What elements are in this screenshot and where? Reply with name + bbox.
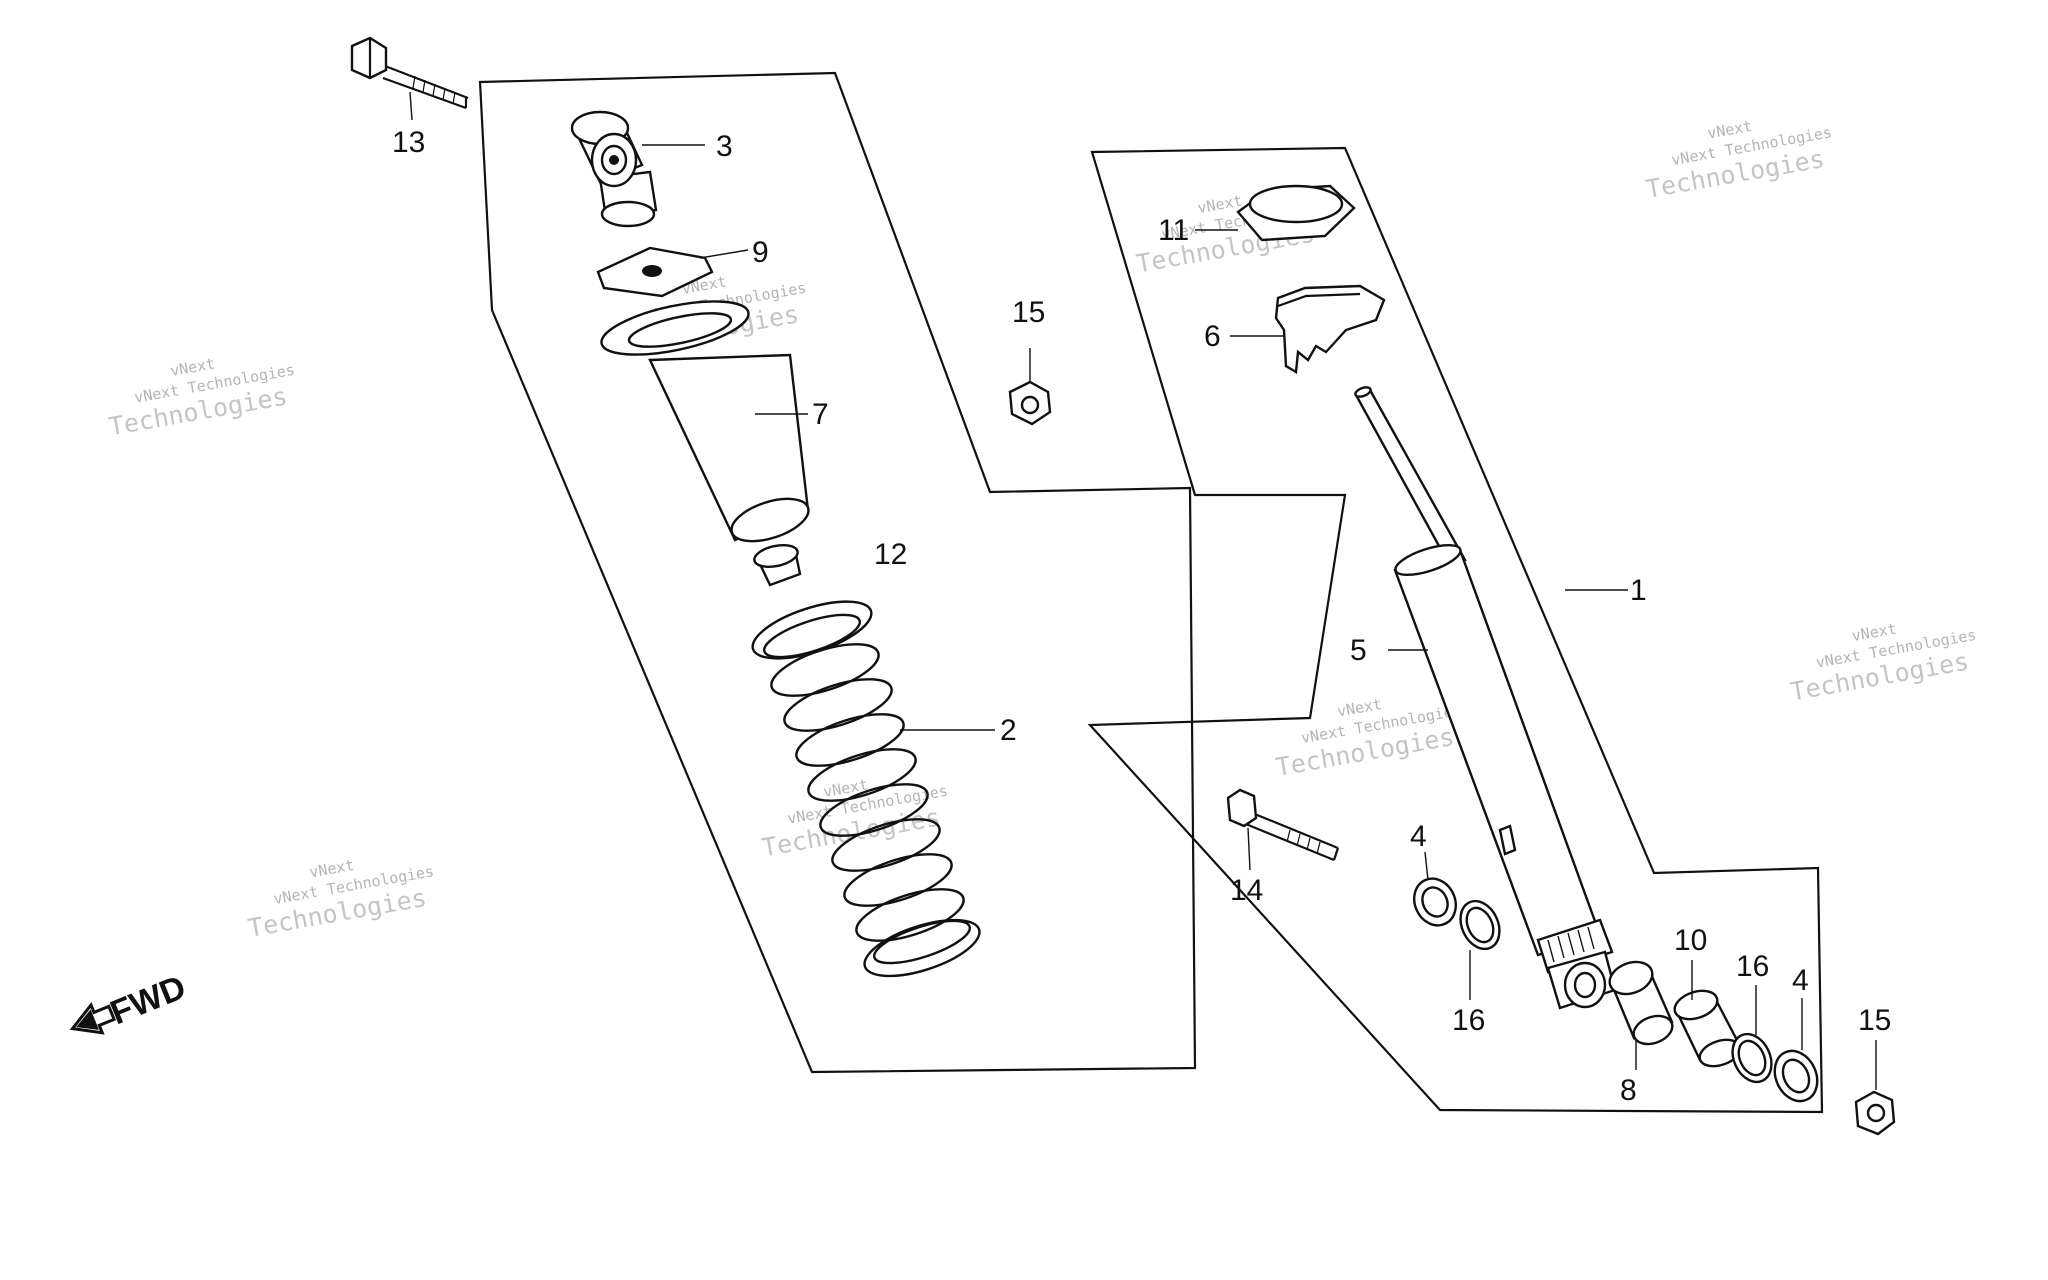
part-4-dust-seal-left [1413, 851, 1457, 927]
callout-16-right: 16 [1736, 950, 1769, 983]
callout-15-lower: 15 [1858, 1004, 1891, 1037]
part-15-upper-nut [1008, 348, 1052, 426]
fwd-label: FWD [105, 968, 191, 1032]
watermark: vNext vNext Technologies Technologies [1788, 619, 1977, 706]
part-5-shock-body [1354, 386, 1628, 1010]
part-13-upper-bolt [350, 36, 469, 121]
callout-3: 3 [716, 130, 733, 163]
callout-11: 11 [1158, 214, 1189, 247]
watermark: vNext vNext Technologies Technologies [246, 856, 435, 943]
watermarks: vNext vNext Technologies Technologies vN… [107, 117, 1978, 943]
callout-2: 2 [1000, 714, 1017, 747]
callout-12: 12 [874, 538, 907, 571]
part-14-lower-bolt [1226, 788, 1340, 871]
callout-10: 10 [1674, 924, 1707, 957]
callout-5: 5 [1350, 634, 1367, 667]
callout-8: 8 [1620, 1074, 1637, 1107]
watermark: vNext vNext Technologies Technologies [1644, 117, 1833, 204]
callout-6: 6 [1204, 320, 1221, 353]
part-12-bump-rubber [753, 544, 802, 587]
upper-right-panel-outline [1087, 146, 1824, 1114]
part-16-o-ring-right [1731, 985, 1773, 1084]
watermark: vNext vNext Technologies Technologies [107, 354, 296, 441]
panel-outlines [478, 71, 1824, 1114]
part-11-top-cap [1195, 184, 1356, 242]
part-3-upper-bushing [570, 110, 705, 228]
callout-16-left: 16 [1452, 1004, 1485, 1037]
part-15-lower-nut [1854, 1040, 1896, 1136]
watermark: vNext vNext Technologies Technologies [1273, 695, 1462, 782]
part-10-bushing [1673, 960, 1742, 1068]
callout-13: 13 [392, 126, 425, 159]
part-4-dust-seal-right [1773, 998, 1819, 1103]
part-6-spring-stopper [1230, 284, 1386, 375]
part-16-o-ring-left [1459, 899, 1501, 1000]
left-panel-outline [478, 71, 1197, 1074]
part-7-dust-cover [600, 300, 810, 543]
callout-labels: 13 3 9 7 12 2 15 11 6 1 5 14 4 16 8 10 1… [392, 126, 1891, 1107]
watermark: vNext vNext Technologies Technologies [760, 775, 949, 862]
callout-1: 1 [1630, 574, 1647, 607]
forward-direction-indicator: FWD [69, 968, 191, 1035]
part-9-washer [596, 246, 749, 298]
callout-4-left: 4 [1410, 820, 1427, 853]
callout-4-right: 4 [1792, 964, 1809, 997]
part-2-coil-spring [751, 600, 981, 978]
callout-9: 9 [752, 236, 769, 269]
callout-14: 14 [1230, 874, 1263, 907]
part-8-collar [1608, 960, 1674, 1070]
callout-15-upper: 15 [1012, 296, 1045, 329]
callout-7: 7 [812, 398, 829, 431]
